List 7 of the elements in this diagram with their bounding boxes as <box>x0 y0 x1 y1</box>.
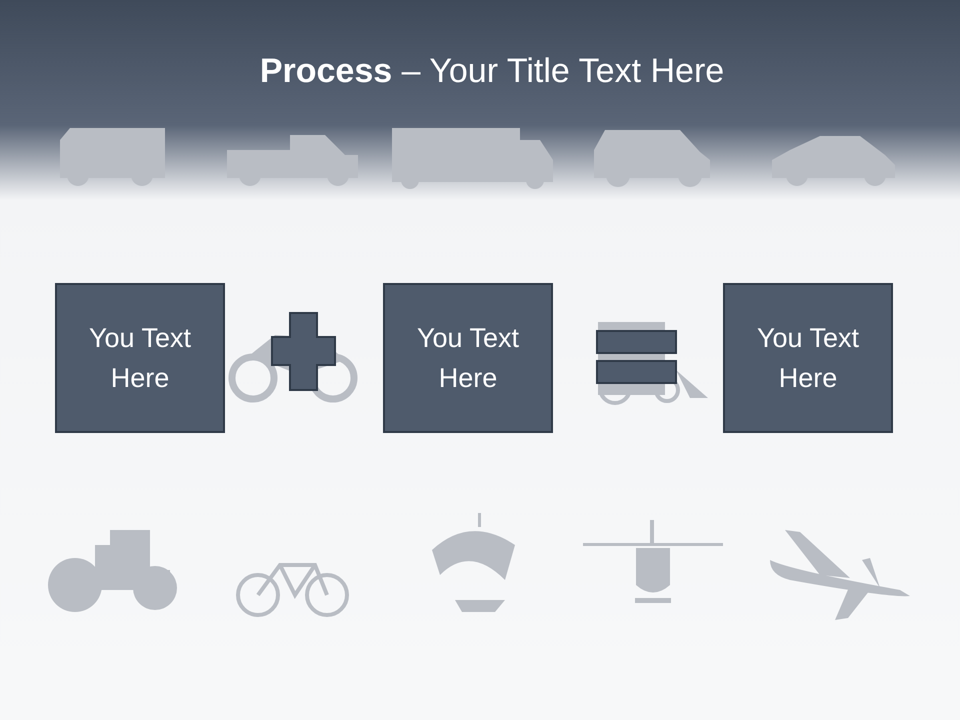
text-box <box>383 283 553 433</box>
box-text: You Text Here <box>756 322 860 395</box>
text-box <box>55 283 225 433</box>
slide-title: Process – Your Title Text Here <box>258 52 726 91</box>
text-box <box>723 283 893 433</box>
box-text: You Text Here <box>416 322 520 395</box>
box-text: You Text Here <box>88 322 192 395</box>
